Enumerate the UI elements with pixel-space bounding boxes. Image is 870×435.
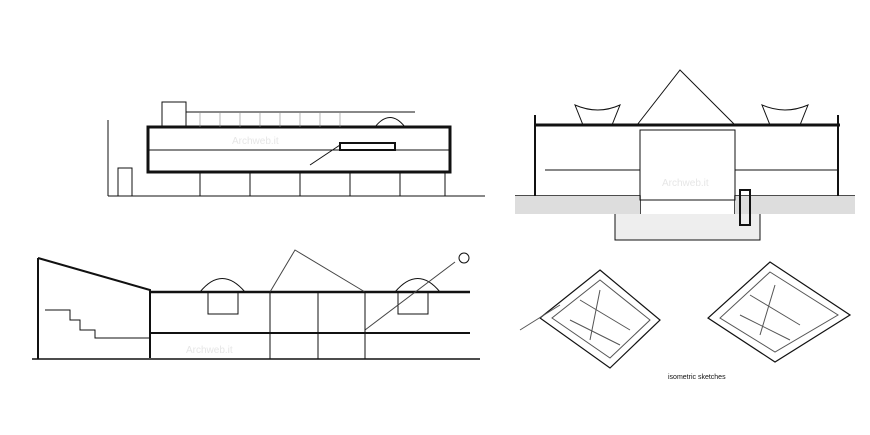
- isometric-caption: isometric sketches: [668, 374, 726, 381]
- watermark: Archweb.it: [232, 136, 279, 147]
- section-bottom-left: [32, 249, 480, 360]
- isometric-sketch-left: [519, 269, 661, 369]
- watermark: Archweb.it: [186, 345, 233, 356]
- isometric-sketch-right: [707, 261, 852, 363]
- watermark: Archweb.it: [662, 178, 709, 189]
- section-top-right: [515, 69, 855, 241]
- section-top-left: [107, 101, 485, 197]
